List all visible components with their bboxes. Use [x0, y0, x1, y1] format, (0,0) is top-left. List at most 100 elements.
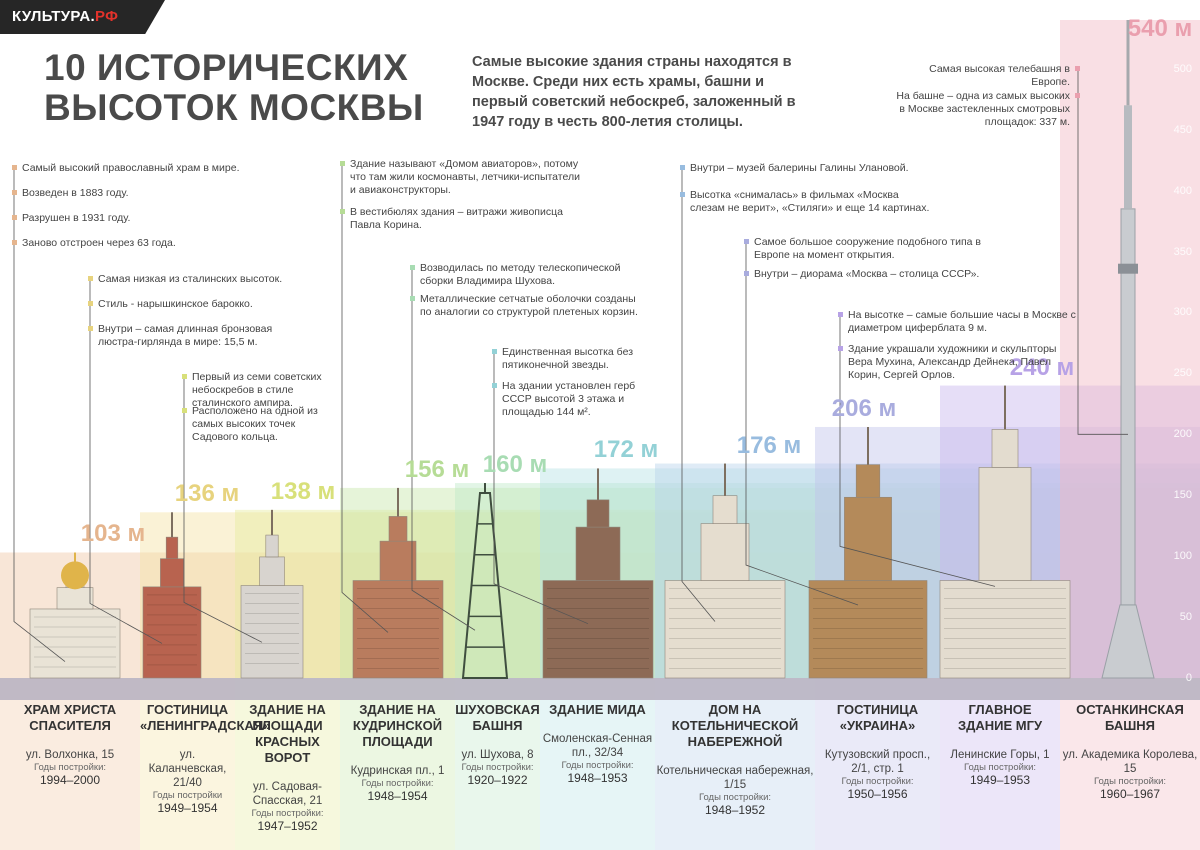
- height-label: 206 м: [831, 394, 897, 422]
- years-label: Годы постройки:: [251, 808, 324, 819]
- building-name: ГОСТИНИЦА «ЛЕНИНГРАДСКАЯ»: [140, 702, 271, 733]
- building-6: [542, 468, 654, 679]
- info-band: [455, 678, 540, 850]
- annotation-note: Возведен в 1883 году.: [12, 187, 252, 200]
- observation-deck: [1118, 263, 1138, 274]
- years-label: Годы постройки:: [963, 762, 1037, 773]
- leader-line: [681, 168, 716, 622]
- intro-text: Самые высокие здания страны находятся в …: [472, 54, 796, 130]
- tower-shaft: [1120, 208, 1136, 606]
- leader-line: [839, 315, 996, 587]
- height-label: 103 м: [80, 520, 146, 548]
- building-9: [939, 385, 1071, 679]
- building-wing: [29, 608, 121, 679]
- logo-accent: РФ: [94, 8, 119, 25]
- height-label: 160 м: [482, 451, 548, 479]
- y-tick-label: 0: [1185, 672, 1192, 684]
- construction-years: 1948–1954: [367, 789, 428, 803]
- y-tick-label: 350: [1173, 245, 1192, 258]
- page-title: 10 ИСТОРИЧЕСКИХ ВЫСОТОК МОСКВЫ: [44, 47, 424, 128]
- tower-upper: [1124, 105, 1132, 209]
- building-3: [240, 509, 304, 679]
- y-tick-label: 250: [1173, 367, 1192, 380]
- annotation-note: Разрушен в 1931 году.: [12, 212, 252, 225]
- building-address: ул. Садовая-Спасская, 21: [252, 781, 323, 807]
- building-address: Котельническая набережная, 1/15: [656, 765, 814, 791]
- building-card: ГОСТИНИЦА «УКРАИНА» Кутузовский просп., 2…: [815, 678, 940, 850]
- height-label: 136 м: [174, 480, 240, 508]
- building-address: Кудринская пл., 1: [350, 765, 445, 777]
- y-tick-label: 400: [1173, 184, 1192, 197]
- building-5: [461, 483, 509, 679]
- annotation-note: Здание украшали художники и скульпторы В…: [838, 343, 1078, 382]
- info-band: [540, 678, 655, 850]
- annotation-note: Единственная высотка без пятиконечной зв…: [492, 346, 657, 372]
- annotation-note: На башне – одна из самых высоких в Москв…: [890, 90, 1080, 129]
- building-name: ОСТАНКИНСКАЯ БАШНЯ: [1076, 702, 1184, 733]
- leader-line: [183, 377, 263, 643]
- building-wing: [542, 580, 654, 679]
- building-wing: [240, 585, 304, 679]
- leader-line: [13, 168, 66, 662]
- years-label: Годы постройки:: [698, 792, 772, 803]
- height-label: 240 м: [1009, 353, 1075, 381]
- annotation-note: Металлические сетчатые оболочки созданы …: [410, 293, 645, 319]
- site-logo[interactable]: КУЛЬТУРА.РФ: [0, 0, 165, 34]
- building-name: ГОСТИНИЦА «УКРАИНА»: [836, 702, 919, 733]
- building-name: ШУХОВСКАЯ БАШНЯ: [455, 702, 540, 733]
- annotation-note: Первый из семи советских небоскребов в с…: [182, 371, 332, 410]
- y-tick-label: 500: [1173, 62, 1192, 75]
- years-label: Годы постройки: [152, 790, 223, 801]
- construction-years: 1960–1967: [1099, 787, 1161, 801]
- y-tick-label: 450: [1173, 123, 1192, 136]
- annotation-note: Здание называют «Домом авиаторов», потом…: [340, 158, 580, 197]
- building-name: ЗДАНИЕ НА КУДРИНСКОЙ ПЛОЩАДИ: [352, 702, 443, 749]
- building-8: [808, 426, 928, 679]
- y-tick-label: 100: [1173, 550, 1192, 563]
- ground-strip: [0, 678, 1200, 700]
- tower-base: [1101, 604, 1155, 679]
- years-label: Годы постройки:: [33, 762, 107, 773]
- building-tower: [575, 526, 621, 581]
- building-top: [991, 429, 1019, 468]
- building-address: Кутузовский просп., 2/1, стр. 1: [824, 749, 931, 775]
- building-name: ХРАМ ХРИСТА СПАСИТЕЛЯ: [23, 702, 117, 733]
- annotation-note: Заново отстроен через 63 года.: [12, 237, 252, 250]
- construction-years: 1948–1953: [567, 771, 628, 785]
- construction-years: 1950–1956: [847, 787, 908, 801]
- y-tick-label: 200: [1173, 428, 1192, 441]
- construction-years: 1947–1952: [257, 819, 318, 833]
- annotation-note: Внутри – самая длинная бронзовая люстра-…: [88, 323, 298, 349]
- leader-line: [493, 352, 589, 625]
- annotation-note: Самое большое сооружение подобного типа …: [744, 236, 984, 262]
- building-tower: [379, 540, 417, 581]
- construction-years: 1949–1954: [157, 801, 218, 815]
- years-label: Годы постройки:: [1093, 776, 1167, 787]
- building-wing: [939, 580, 1071, 679]
- building-1: [29, 552, 121, 679]
- tower-antenna: [1126, 20, 1130, 106]
- building-tower: [978, 467, 1032, 581]
- annotation-note: Стиль - нарышкинское барокко.: [88, 298, 298, 311]
- leader-line: [411, 268, 476, 631]
- building-wing: [664, 580, 786, 679]
- logo-text: КУЛЬТУРА.: [12, 8, 95, 25]
- building-top: [712, 495, 738, 524]
- annotation-note: Внутри – диорама «Москва – столица СССР»…: [744, 268, 984, 281]
- building-wing: [142, 586, 202, 679]
- info-band: [140, 678, 235, 850]
- golden-dome: [61, 561, 89, 590]
- annotation-note: Расположено на одной из самых высоких то…: [182, 405, 332, 444]
- annotation-note: Возводилась по методу телескопической сб…: [410, 262, 645, 288]
- info-band: [815, 678, 940, 850]
- building-7: [664, 463, 786, 679]
- leader-line: [745, 242, 859, 606]
- building-address: Смоленская-Сенная пл., 32/34: [542, 733, 653, 759]
- leader-line: [341, 164, 389, 633]
